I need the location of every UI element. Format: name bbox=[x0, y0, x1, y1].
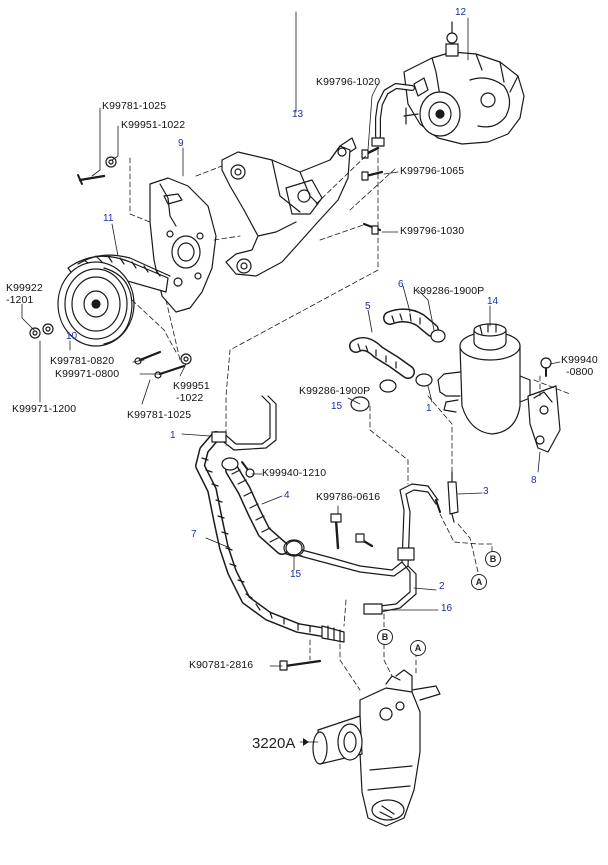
part-number-label: K99971-1200 bbox=[12, 403, 77, 415]
guide-lines bbox=[129, 149, 571, 691]
item-number: 14 bbox=[487, 296, 499, 307]
item-number: 4 bbox=[284, 490, 290, 501]
part-number-label: K99786-0616 bbox=[316, 491, 381, 503]
connector-marker-b: B bbox=[485, 551, 501, 567]
item-number: 16 bbox=[441, 603, 453, 614]
part-number-label: K99796-1030 bbox=[400, 225, 465, 237]
part-number-label: K90781-2816 bbox=[189, 659, 254, 671]
part-number-label: K99922 bbox=[6, 282, 43, 294]
item-number: 12 bbox=[455, 7, 467, 18]
item-number: 15 bbox=[331, 401, 343, 412]
part-number-label: K99951 bbox=[173, 380, 210, 392]
hose-6 bbox=[383, 308, 446, 343]
part-number-label: K99940 bbox=[561, 354, 598, 366]
item-number: 9 bbox=[178, 138, 184, 149]
reservoir-tank bbox=[437, 323, 531, 435]
hose-5 bbox=[349, 337, 433, 412]
part-number-label: K99940-1210 bbox=[262, 467, 327, 479]
steering-gear-box bbox=[312, 669, 441, 827]
part-number-label: K99781-1025 bbox=[127, 409, 192, 421]
connector-marker-b: B bbox=[377, 629, 393, 645]
pipe-fitting-3 bbox=[447, 471, 459, 523]
fasteners bbox=[29, 146, 552, 671]
pump-mounting-bracket bbox=[221, 137, 357, 277]
part-number-label: K99951-1022 bbox=[121, 119, 186, 131]
part-number-label: K99796-1020 bbox=[316, 76, 381, 88]
part-number-label: K99286-1900P bbox=[299, 385, 371, 397]
pressure-hose-1 bbox=[195, 395, 345, 643]
item-number: 2 bbox=[439, 581, 445, 592]
item-number: 15 bbox=[290, 569, 302, 580]
item-number: 10 bbox=[66, 331, 78, 342]
item-number: 7 bbox=[191, 529, 197, 540]
part-number-label: K99781-1025 bbox=[102, 100, 167, 112]
power-steering-pump bbox=[371, 21, 525, 147]
reservoir-bracket bbox=[527, 385, 561, 453]
adjusting-plate bbox=[149, 177, 217, 313]
arrow-3220a bbox=[303, 738, 309, 746]
bolt-k99786-0616 bbox=[330, 513, 374, 550]
item-number: 1 bbox=[170, 430, 176, 441]
item-number: 6 bbox=[398, 279, 404, 290]
part-number-label: -1022 bbox=[176, 392, 204, 404]
connector-marker-a: A bbox=[410, 640, 426, 656]
part-number-label: K99971-0800 bbox=[55, 368, 120, 380]
item-number: 3 bbox=[483, 486, 489, 497]
item-number: 13 bbox=[292, 109, 304, 120]
item-number: 8 bbox=[531, 475, 537, 486]
drive-belt-and-pulley bbox=[57, 254, 171, 347]
part-number-label: -0800 bbox=[566, 366, 594, 378]
part-number-label: K99796-1065 bbox=[400, 165, 465, 177]
part-number-label: K99781-0820 bbox=[50, 355, 115, 367]
item-number: 11 bbox=[103, 213, 114, 224]
part-number-label: -1201 bbox=[6, 294, 34, 306]
part-number-label: K99286-1900P bbox=[413, 285, 485, 297]
item-number: 5 bbox=[365, 301, 371, 312]
connector-marker-a: A bbox=[471, 574, 487, 590]
return-pipe-2 bbox=[299, 483, 441, 615]
return-hose-4 bbox=[221, 457, 303, 556]
reference-group-label: 3220A bbox=[252, 735, 296, 752]
item-number: 1 bbox=[426, 403, 432, 414]
